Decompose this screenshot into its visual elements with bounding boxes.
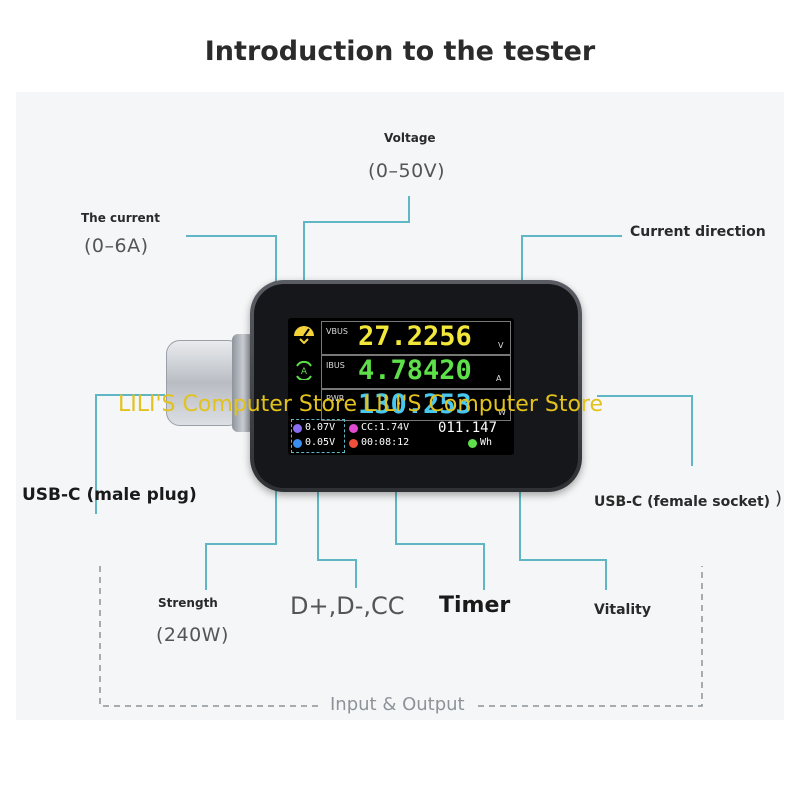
line-usb-male — [95, 394, 165, 514]
energy-value: 011.147 — [438, 420, 498, 436]
line-voltage — [303, 196, 410, 318]
cc-dot — [349, 424, 358, 433]
usb-female-label: USB-C (female socket) — [594, 494, 771, 510]
pwr-value: 130.253 — [358, 389, 472, 420]
usb-c-male-plug — [166, 340, 242, 426]
line-timer — [395, 452, 485, 590]
watermark: LILI'S Computer Store LILI'S Computer St… — [118, 392, 603, 417]
timer-label: Timer — [439, 593, 511, 618]
pwr-unit: W — [498, 408, 506, 417]
strength-range: (240W) — [156, 624, 229, 646]
direction-icon: A — [296, 360, 312, 380]
dplus-dot — [293, 424, 302, 433]
tester-screen: A VBUS 27.2256 V IBUS 4.78420 A PWR 130.… — [288, 318, 514, 455]
paren-glyph: ) — [775, 488, 783, 509]
svg-text:A: A — [301, 367, 308, 377]
line-usb-female — [597, 395, 693, 466]
direction-label: Current direction — [630, 224, 766, 240]
line-data — [317, 450, 357, 588]
ibus-value: 4.78420 — [358, 355, 472, 386]
dminus-value: 0.05V — [305, 437, 336, 448]
io-bracket — [99, 566, 322, 707]
timer-value: 00:08:12 — [361, 437, 410, 448]
pwr-tag: PWR — [326, 394, 345, 403]
plug-collar — [232, 334, 254, 432]
gauge-icon — [294, 326, 314, 344]
data-lines-label: D+,D-,CC — [290, 592, 405, 620]
strength-label: Strength — [158, 596, 218, 610]
cc-value: CC:1.74V — [361, 422, 410, 433]
dminus-dot — [293, 439, 302, 448]
ibus-tag: IBUS — [326, 361, 345, 370]
line-vitality — [519, 440, 607, 590]
vitality-label: Vitality — [594, 602, 651, 618]
energy-dot — [468, 439, 477, 448]
energy-unit: Wh — [480, 437, 493, 448]
vbus-unit: V — [498, 341, 504, 350]
io-label: Input & Output — [330, 694, 465, 715]
page-title: Introduction to the tester — [204, 36, 596, 67]
vbus-value: 27.2256 — [358, 321, 472, 352]
voltage-range: (0–50V) — [368, 160, 446, 182]
vbus-tag: VBUS — [326, 327, 348, 336]
ibus-unit: A — [496, 374, 502, 383]
io-bracket-right — [478, 566, 703, 707]
line-strength — [205, 440, 277, 590]
usb-male-label: USB-C (male plug) — [22, 485, 197, 505]
dplus-value: 0.07V — [305, 422, 336, 433]
current-range: (0–6A) — [84, 235, 149, 257]
voltage-label: Voltage — [384, 131, 436, 145]
timer-dot — [349, 439, 358, 448]
current-label: The current — [81, 211, 160, 225]
